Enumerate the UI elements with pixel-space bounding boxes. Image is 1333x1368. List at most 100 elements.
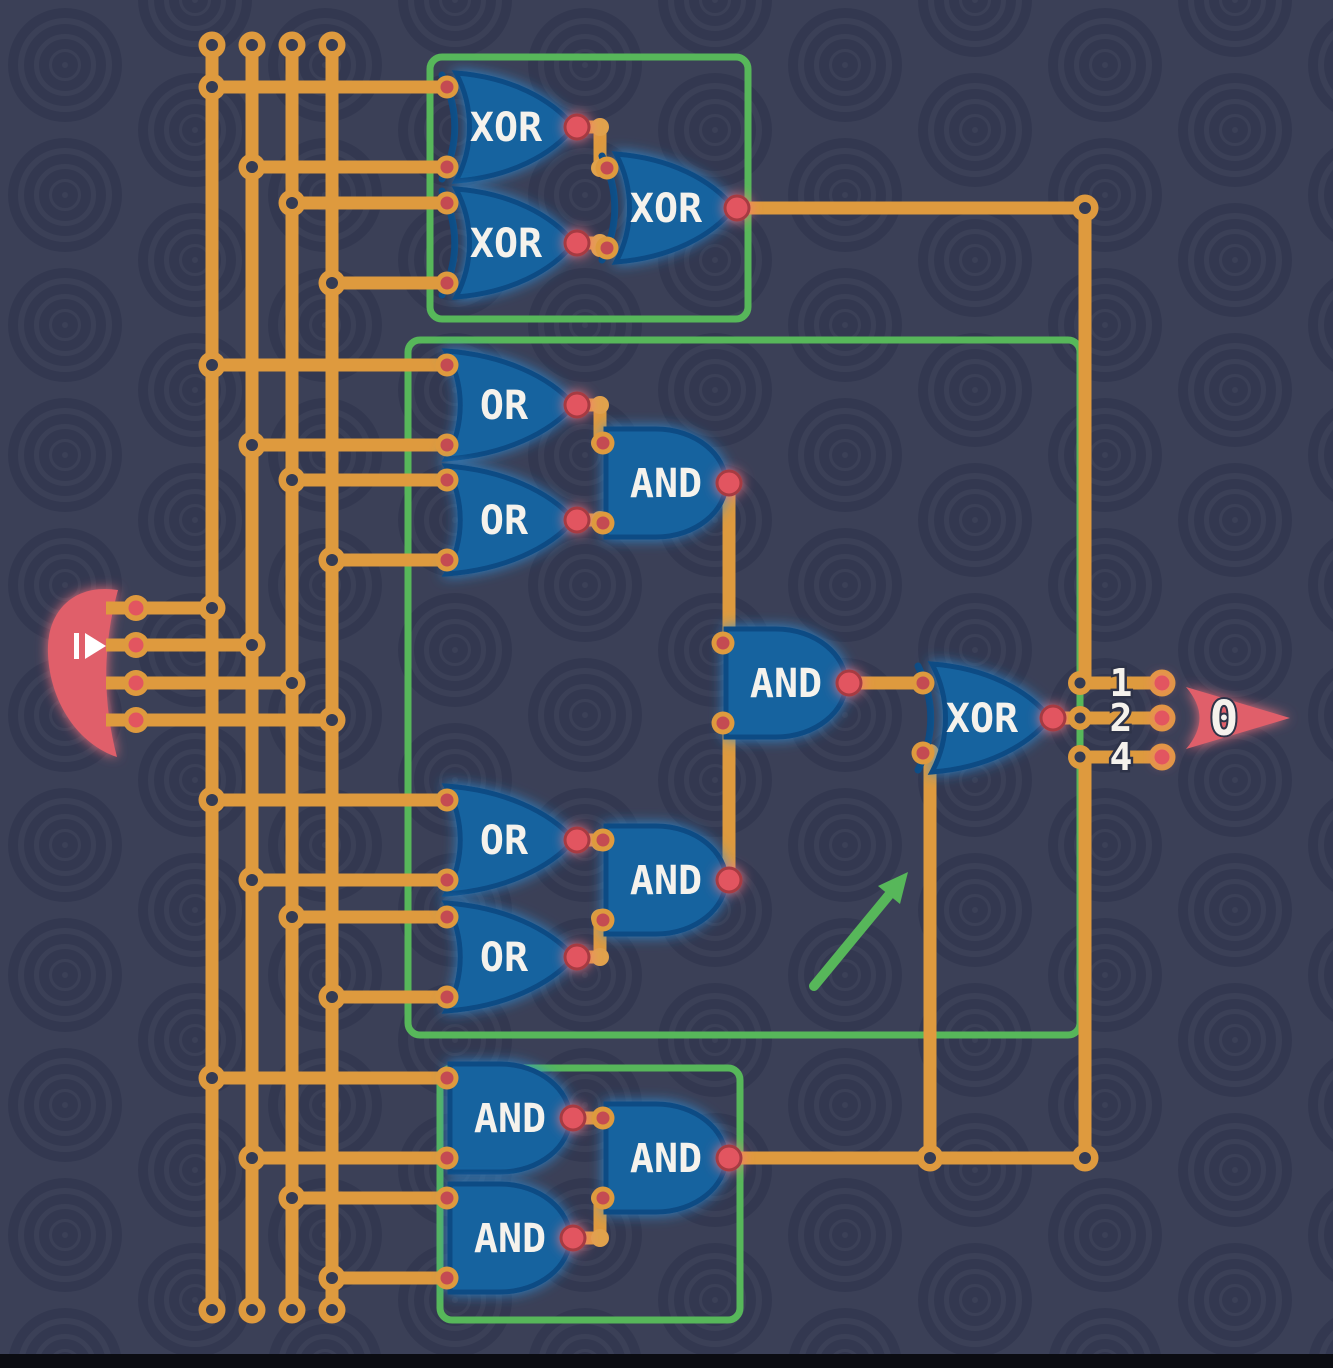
junction-node[interactable] — [238, 431, 266, 459]
gate-output-pin[interactable] — [1039, 704, 1067, 732]
output-arrow[interactable] — [1186, 687, 1290, 749]
junction-node[interactable] — [238, 1144, 266, 1172]
gate-input-pin[interactable] — [595, 156, 619, 180]
gate-input-pin[interactable] — [591, 828, 615, 852]
junction-node[interactable] — [318, 983, 346, 1011]
junction-node[interactable] — [238, 1296, 266, 1324]
output-pin-row[interactable]: 2 — [1068, 694, 1176, 743]
junction-node[interactable] — [238, 153, 266, 181]
junction-node[interactable] — [198, 594, 226, 622]
gate-output-pin[interactable] — [715, 866, 743, 894]
junction-node[interactable] — [278, 1184, 306, 1212]
gate-and-bot-1[interactable]: AND — [435, 1061, 587, 1175]
output-pin-row[interactable]: 1 — [1068, 659, 1176, 708]
gate-input-pin[interactable] — [591, 1186, 615, 1210]
gate-input-pin[interactable] — [435, 788, 459, 812]
junction-node[interactable] — [318, 1264, 346, 1292]
gate-output-pin[interactable] — [715, 1144, 743, 1172]
gate-input-pin[interactable] — [591, 431, 615, 455]
gate-input-pin[interactable] — [591, 511, 615, 535]
gate-input-pin[interactable] — [435, 191, 459, 215]
junction-node[interactable] — [278, 31, 306, 59]
gate-or-4[interactable]: OR — [435, 900, 591, 1014]
input-pin[interactable] — [123, 670, 149, 696]
gate-input-pin[interactable] — [435, 1146, 459, 1170]
wire-andupper-andmiddle[interactable] — [717, 476, 736, 650]
junction-node[interactable] — [198, 351, 226, 379]
gate-input-pin[interactable] — [435, 271, 459, 295]
gate-and-middle[interactable]: AND — [711, 626, 863, 740]
gate-output-pin[interactable] — [563, 391, 591, 419]
gate-and-bot-2[interactable]: AND — [435, 1181, 587, 1295]
gate-output-pin[interactable] — [563, 826, 591, 854]
junction-node[interactable] — [238, 31, 266, 59]
gate-or-2[interactable]: OR — [435, 463, 591, 577]
junction-node[interactable] — [278, 903, 306, 931]
gate-xor-top-2[interactable]: XOR — [435, 186, 591, 300]
gate-xor-top-3[interactable]: XOR — [595, 151, 751, 265]
gate-output-pin[interactable] — [563, 943, 591, 971]
gate-input-pin[interactable] — [435, 155, 459, 179]
gate-and-bot-3[interactable]: AND — [591, 1101, 743, 1215]
gate-input-pin[interactable] — [591, 1106, 615, 1130]
junction-node[interactable] — [318, 31, 346, 59]
gate-input-pin[interactable] — [711, 631, 735, 655]
gate-input-pin[interactable] — [435, 468, 459, 492]
gate-or-3[interactable]: OR — [435, 783, 591, 897]
junction-node[interactable] — [1071, 1144, 1099, 1172]
junction-node[interactable] — [198, 786, 226, 814]
gate-input-pin[interactable] — [435, 985, 459, 1009]
wire-xorout-in2-carry[interactable] — [917, 746, 937, 1165]
gate-and-lower[interactable]: AND — [591, 823, 743, 937]
gate-input-pin[interactable] — [591, 908, 615, 932]
junction-node[interactable] — [278, 189, 306, 217]
input-flag[interactable] — [47, 588, 118, 757]
junction-node[interactable] — [198, 1296, 226, 1324]
junction-node[interactable] — [318, 1296, 346, 1324]
junction-node[interactable] — [238, 866, 266, 894]
gate-output-pin[interactable] — [715, 469, 743, 497]
junction-node[interactable] — [916, 1144, 944, 1172]
input-source[interactable] — [47, 588, 149, 757]
junction-node[interactable] — [318, 546, 346, 574]
gate-input-pin[interactable] — [911, 671, 935, 695]
gate-input-pin[interactable] — [435, 1266, 459, 1290]
junction-node[interactable] — [238, 631, 266, 659]
gate-output-pin[interactable] — [835, 669, 863, 697]
gate-output-pin[interactable] — [559, 1104, 587, 1132]
gate-xor-top-1[interactable]: XOR — [435, 70, 591, 184]
junction-node[interactable] — [318, 269, 346, 297]
junction-node[interactable] — [198, 1064, 226, 1092]
gate-and-upper[interactable]: AND — [591, 426, 743, 540]
gate-input-pin[interactable] — [595, 236, 619, 260]
junction-node[interactable] — [198, 73, 226, 101]
input-pin[interactable] — [123, 707, 149, 733]
junction-node[interactable] — [318, 706, 346, 734]
gate-or-1[interactable]: OR — [435, 348, 591, 462]
junction-node[interactable] — [278, 669, 306, 697]
gate-output-pin[interactable] — [723, 194, 751, 222]
input-pin[interactable] — [123, 595, 149, 621]
junction-node[interactable] — [278, 1296, 306, 1324]
gate-input-pin[interactable] — [435, 548, 459, 572]
junction-node[interactable] — [278, 466, 306, 494]
output-pin-row[interactable]: 4 — [1068, 733, 1176, 782]
gate-input-pin[interactable] — [435, 905, 459, 929]
junction-node[interactable] — [1071, 194, 1099, 222]
gate-input-pin[interactable] — [711, 711, 735, 735]
gate-input-pin[interactable] — [435, 868, 459, 892]
gate-output-pin[interactable] — [563, 506, 591, 534]
gate-output-pin[interactable] — [563, 113, 591, 141]
gate-input-pin[interactable] — [435, 353, 459, 377]
gate-output-pin[interactable] — [559, 1224, 587, 1252]
gate-input-pin[interactable] — [435, 1066, 459, 1090]
gate-xor-output[interactable]: XOR — [911, 661, 1067, 775]
gate-input-pin[interactable] — [911, 741, 935, 765]
junction-node[interactable] — [198, 31, 226, 59]
gate-input-pin[interactable] — [435, 1186, 459, 1210]
input-pin[interactable] — [123, 632, 149, 658]
gate-input-pin[interactable] — [435, 433, 459, 457]
gate-output-pin[interactable] — [563, 229, 591, 257]
